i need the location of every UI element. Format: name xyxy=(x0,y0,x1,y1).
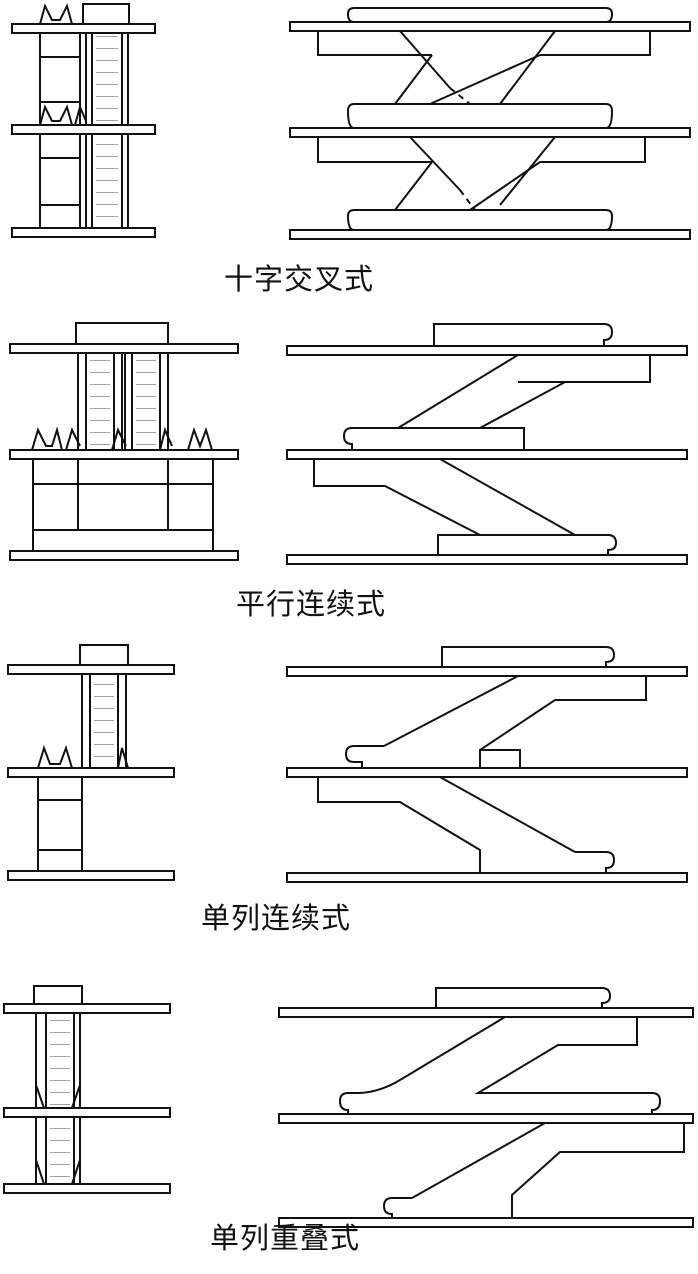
side-view-single-stacked xyxy=(4,986,170,1193)
floor-slab xyxy=(287,667,687,676)
floor-slab xyxy=(4,1004,170,1013)
caption-crossed: 十字交叉式 xyxy=(224,262,375,296)
section-view-single-continuous xyxy=(287,647,687,882)
floor-slab xyxy=(287,768,687,777)
floor-slab xyxy=(8,871,174,880)
floor-slab xyxy=(287,873,687,882)
landing-platform xyxy=(348,8,612,22)
section-view-single-stacked xyxy=(279,988,693,1227)
landing-platform xyxy=(348,210,612,230)
floor-slab xyxy=(287,555,687,564)
floor-slab xyxy=(12,125,155,134)
landing-platform xyxy=(434,324,612,346)
escalator-top-landing xyxy=(34,986,82,1004)
floor-slab xyxy=(279,1008,693,1017)
section-view-parallel xyxy=(287,324,687,564)
caption-single-continuous: 单列连续式 xyxy=(201,901,352,935)
caption-single-stacked: 单列重叠式 xyxy=(210,1221,361,1255)
panel-crossed xyxy=(12,4,690,239)
floor-slab xyxy=(279,1218,693,1227)
floor-slab xyxy=(290,230,690,239)
side-view-parallel xyxy=(10,323,238,560)
section-view-crossed xyxy=(290,8,690,239)
panel-parallel-continuous xyxy=(10,323,687,564)
escalator-top-landing xyxy=(80,645,128,665)
floor-slab xyxy=(287,450,687,459)
landing-platform xyxy=(348,104,612,128)
panel-single-continuous xyxy=(8,645,687,882)
floor-slab xyxy=(8,665,174,674)
floor-slab xyxy=(10,450,238,459)
floor-slab xyxy=(279,1114,693,1123)
floor-slab xyxy=(287,346,687,355)
floor-slab xyxy=(10,551,238,560)
side-view-single-continuous xyxy=(8,645,174,880)
floor-slab xyxy=(8,768,174,777)
floor-slab xyxy=(4,1108,170,1117)
landing-platform xyxy=(442,647,614,667)
floor-slab xyxy=(12,24,155,33)
landing-platform xyxy=(436,988,610,1008)
caption-parallel-continuous: 平行连续式 xyxy=(236,587,387,621)
panel-single-stacked xyxy=(4,986,693,1227)
landing-platform xyxy=(344,428,524,450)
floor-slab xyxy=(290,128,690,137)
side-view-crossed xyxy=(12,4,155,237)
landing-platform xyxy=(438,535,616,555)
floor-slab xyxy=(4,1184,170,1193)
escalator-top-landing xyxy=(83,4,129,24)
escalator-top-landing xyxy=(76,323,168,344)
floor-slab xyxy=(290,22,690,31)
floor-slab xyxy=(12,228,155,237)
floor-slab xyxy=(10,344,238,353)
